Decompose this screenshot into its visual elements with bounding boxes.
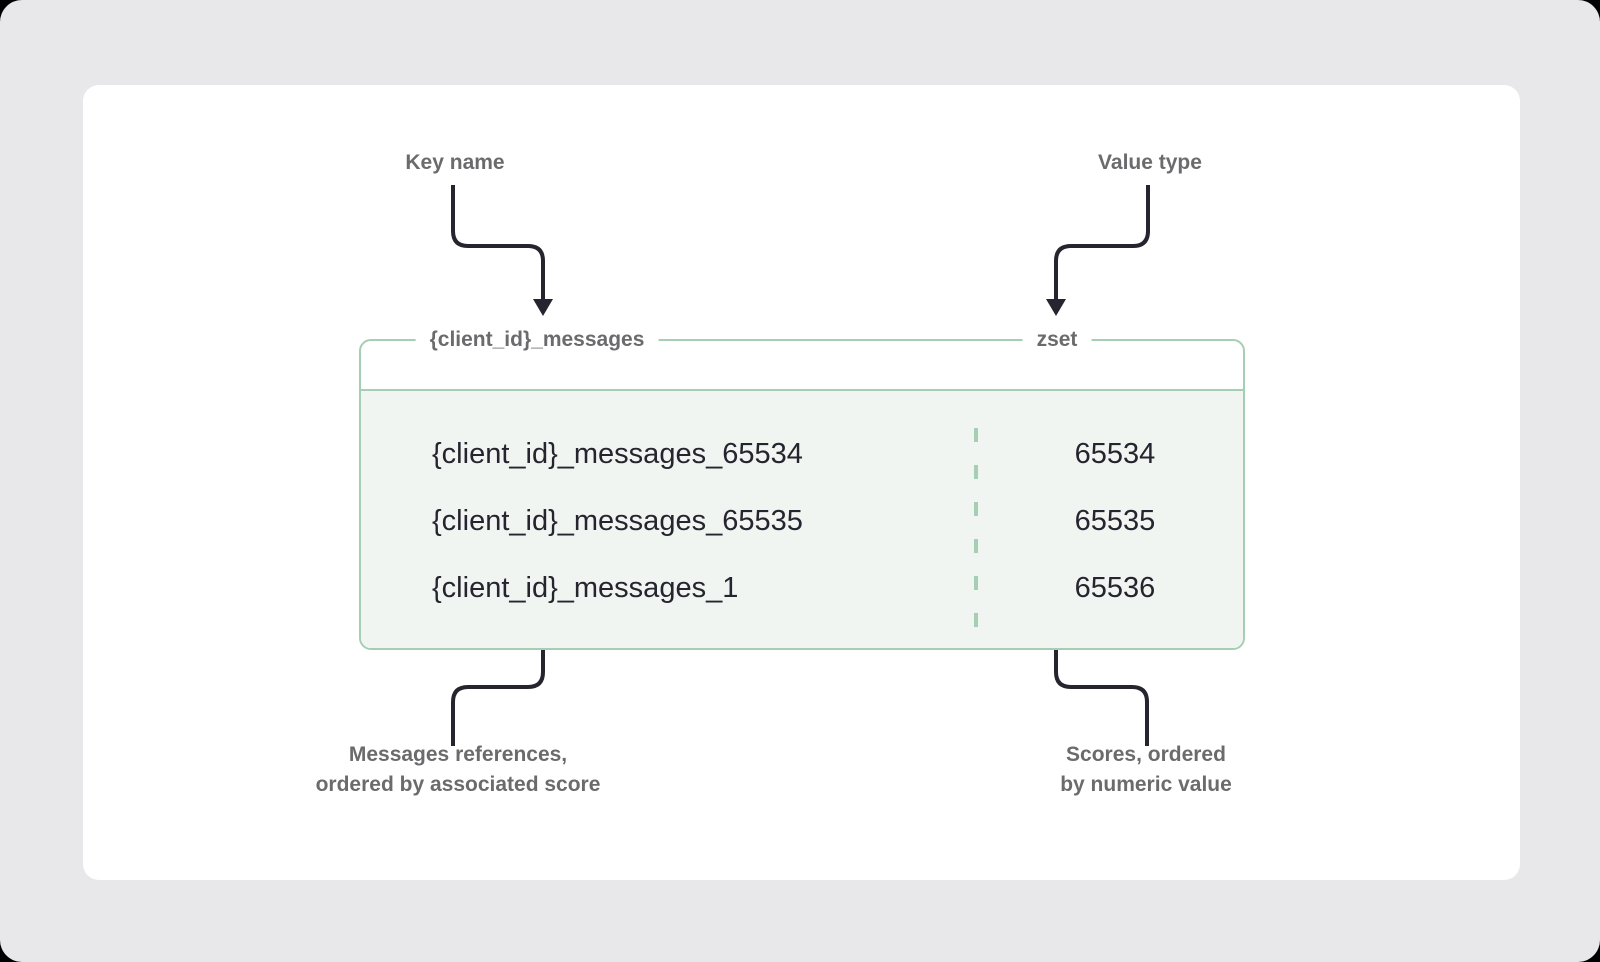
members-caption-line1: Messages references, <box>348 743 568 766</box>
zset-key-box: {client_id}_messages zset {client_id}_me… <box>359 326 1245 650</box>
diagram-card: Key name Value type {client_id}_mes <box>83 85 1520 880</box>
zset-key-name-legend: {client_id}_messages <box>415 326 659 354</box>
zset-box-body: {client_id}_messages_65534 65534 {client… <box>361 389 1243 650</box>
key-name-arrow-down-icon <box>451 185 553 316</box>
zset-member-score: 65536 <box>1074 572 1156 604</box>
members-caption: Messages references, ordered by associat… <box>316 740 601 800</box>
key-name-annotation: Key name <box>405 151 505 174</box>
value-type-arrow-down-icon <box>1046 185 1150 316</box>
members-caption-line2: ordered by associated score <box>315 773 601 796</box>
zset-member-name: {client_id}_messages_65534 <box>432 438 803 470</box>
zset-member-score: 65534 <box>1074 438 1156 470</box>
zset-member-name: {client_id}_messages_65535 <box>432 505 803 537</box>
member-score-divider <box>974 428 978 650</box>
value-type-annotation: Value type <box>1098 151 1202 174</box>
zset-entry-row: {client_id}_messages_65535 65535 <box>361 500 1243 542</box>
zset-member-name: {client_id}_messages_1 <box>432 572 739 604</box>
zset-entry-row: {client_id}_messages_65534 65534 <box>361 433 1243 475</box>
scores-caption: Scores, ordered by numeric value <box>1060 740 1232 800</box>
zset-entry-row: {client_id}_messages_1 65536 <box>361 567 1243 609</box>
zset-member-score: 65535 <box>1074 505 1156 537</box>
scores-caption-line2: by numeric value <box>1060 773 1232 796</box>
scores-caption-line1: Scores, ordered <box>1066 743 1226 766</box>
zset-value-type-legend: zset <box>1022 326 1092 354</box>
